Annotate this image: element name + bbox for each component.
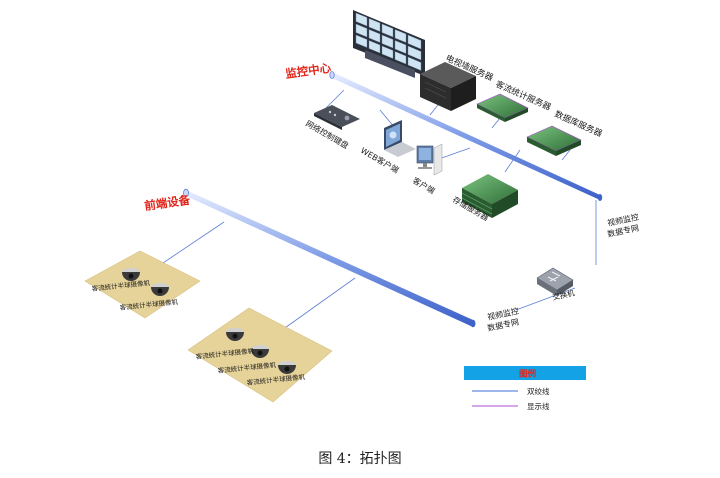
front-end-title: 前端设备 [143, 193, 191, 213]
monitoring-center-title: 监控中心 [284, 61, 332, 81]
connection-lines [159, 89, 597, 336]
figure-caption: 图 4：拓扑图 [318, 451, 402, 467]
legend-label-twisted-pair: 双绞线 [527, 386, 550, 396]
monitoring-bus [329, 71, 603, 201]
keyboard-icon [314, 105, 360, 130]
video-wall-icon [353, 10, 425, 78]
storage-server-icon [461, 174, 518, 218]
camera-pad-1 [84, 250, 201, 319]
camera-icon [151, 283, 169, 296]
legend: 图例 双绞线 显示线 [464, 366, 586, 411]
laptop-icon [384, 120, 416, 157]
db-server-icon [526, 125, 582, 156]
legend-title-bar [464, 366, 586, 380]
camera-icon [122, 268, 140, 281]
legend-title: 图例 [519, 369, 537, 380]
camera-icon [226, 328, 244, 341]
client-label: 客户端 [411, 175, 437, 196]
front-end-bus [183, 188, 476, 328]
legend-label-display: 显示线 [527, 401, 550, 411]
desktop-icon [416, 143, 443, 176]
decoder-server-icon [420, 62, 476, 111]
switch-label: 交换机 [551, 287, 576, 302]
stats-server-icon [476, 93, 529, 122]
camera-icon [251, 345, 269, 358]
camera-icon [278, 361, 296, 374]
switch-icon [536, 267, 574, 296]
